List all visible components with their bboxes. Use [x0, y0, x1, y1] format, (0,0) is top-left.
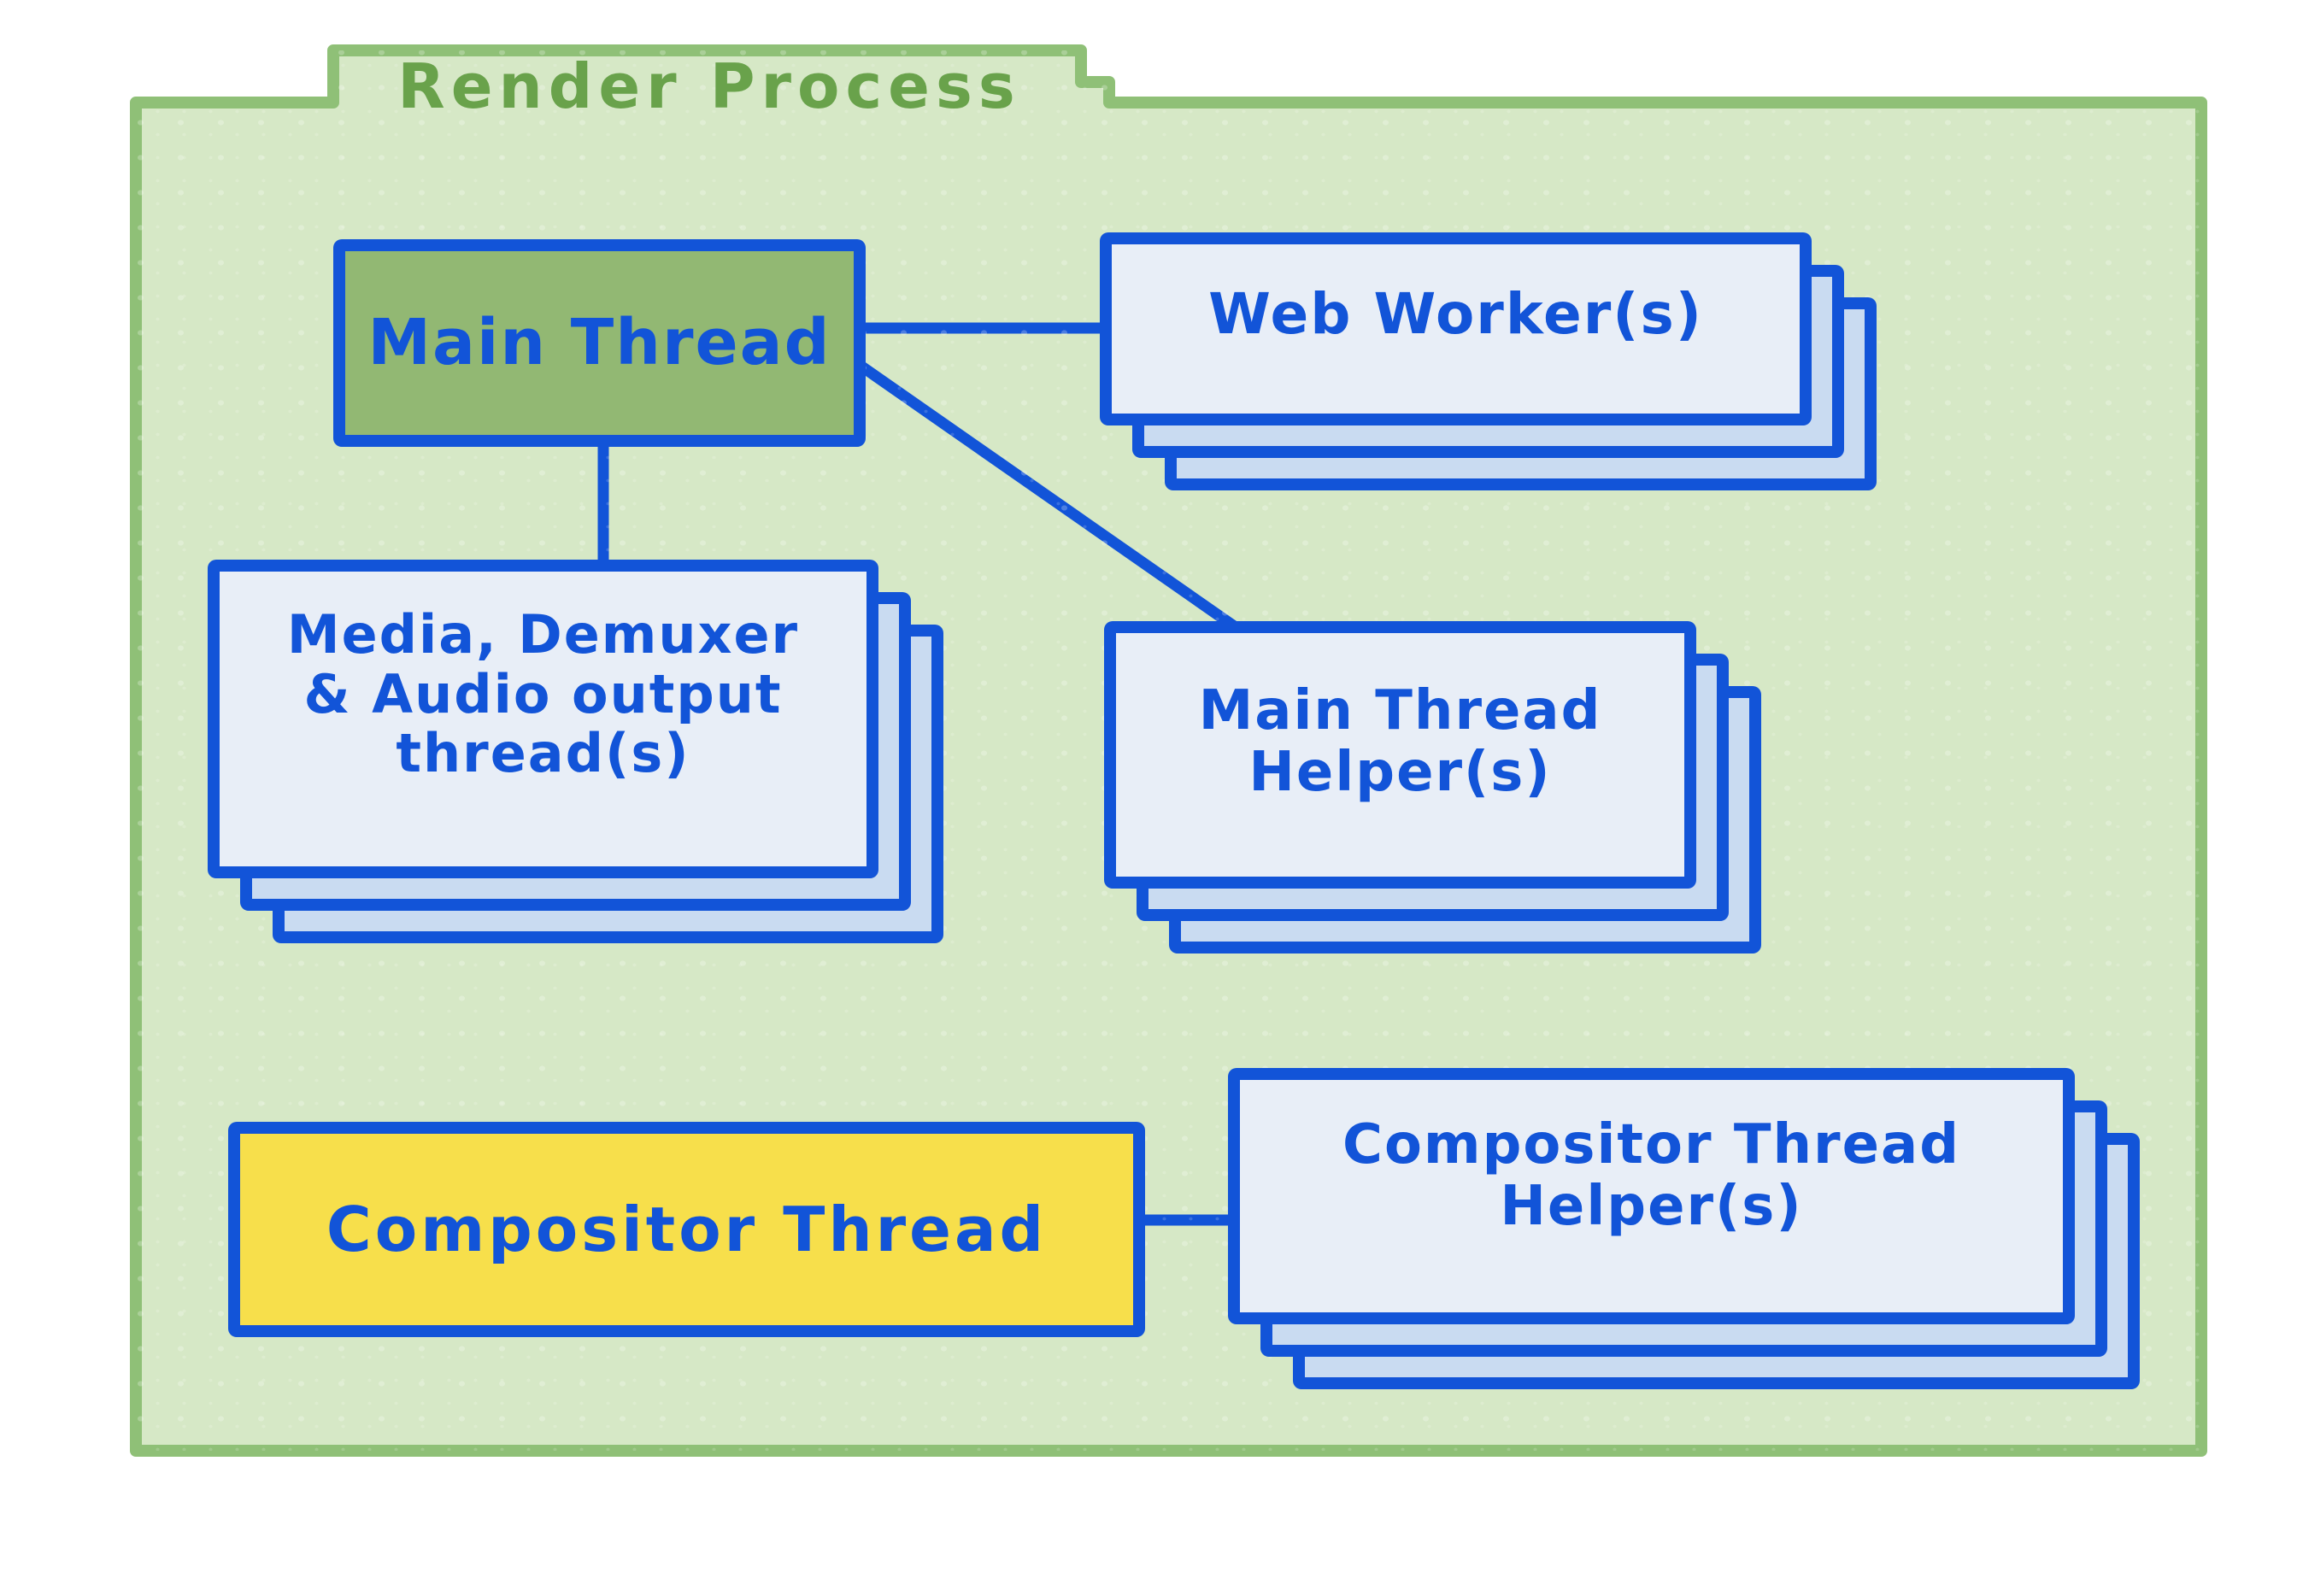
node-media-threads-label-line2: & Audio output [303, 662, 783, 725]
node-web-workers: Web Worker(s) [1100, 232, 1877, 490]
node-web-workers-front-card: Web Worker(s) [1100, 232, 1812, 425]
node-compositor-thread-helpers-label-line1: Compositor Thread [1342, 1113, 1961, 1177]
node-web-workers-label: Web Worker(s) [1208, 281, 1703, 348]
node-compositor-thread: Compositor Thread [228, 1122, 1145, 1337]
node-main-thread-helpers-label-line1: Main Thread [1198, 678, 1602, 742]
node-compositor-thread-label: Compositor Thread [326, 1193, 1048, 1265]
node-media-threads: Media, Demuxer & Audio output thread(s) [208, 560, 943, 943]
node-media-threads-label-line3: thread(s) [396, 722, 690, 785]
node-main-thread: Main Thread [333, 239, 866, 447]
node-media-threads-label: Media, Demuxer & Audio output thread(s) [220, 605, 867, 783]
node-main-thread-helpers-front-card: Main Thread Helper(s) [1104, 621, 1696, 889]
diagram-title: Render Process [397, 50, 1021, 122]
node-main-thread-label: Main Thread [367, 306, 831, 380]
node-media-threads-label-line1: Media, Demuxer [286, 603, 800, 666]
node-media-threads-front-card: Media, Demuxer & Audio output thread(s) [208, 560, 878, 878]
node-main-thread-helpers-label: Main Thread Helper(s) [1116, 678, 1684, 804]
node-compositor-thread-helpers-front-card: Compositor Thread Helper(s) [1228, 1068, 2075, 1324]
node-compositor-thread-helpers-label: Compositor Thread Helper(s) [1240, 1115, 2063, 1237]
node-compositor-thread-helpers-label-line2: Helper(s) [1500, 1175, 1803, 1238]
node-main-thread-helpers: Main Thread Helper(s) [1104, 621, 1761, 953]
node-main-thread-helpers-label-line2: Helper(s) [1248, 740, 1552, 804]
connector-main-thread-helpers [857, 361, 1245, 636]
node-compositor-thread-helpers: Compositor Thread Helper(s) [1228, 1068, 2140, 1389]
